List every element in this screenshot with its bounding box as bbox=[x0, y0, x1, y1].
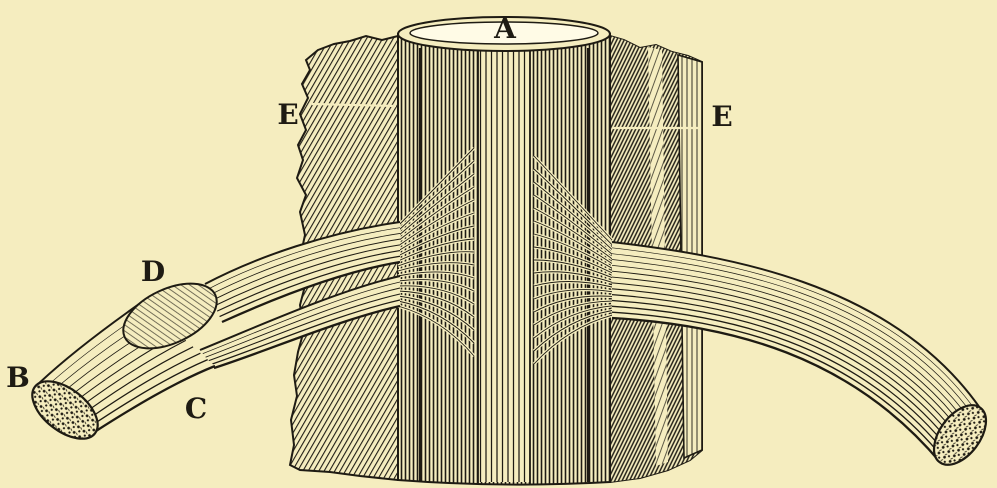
label-A: A bbox=[493, 12, 517, 45]
label-D: D bbox=[141, 255, 165, 288]
label-C: C bbox=[185, 392, 207, 425]
label-E-right: E bbox=[711, 100, 732, 133]
label-B: B bbox=[6, 361, 30, 394]
label-E-left: E bbox=[277, 98, 298, 131]
cord-median-column bbox=[478, 50, 530, 482]
